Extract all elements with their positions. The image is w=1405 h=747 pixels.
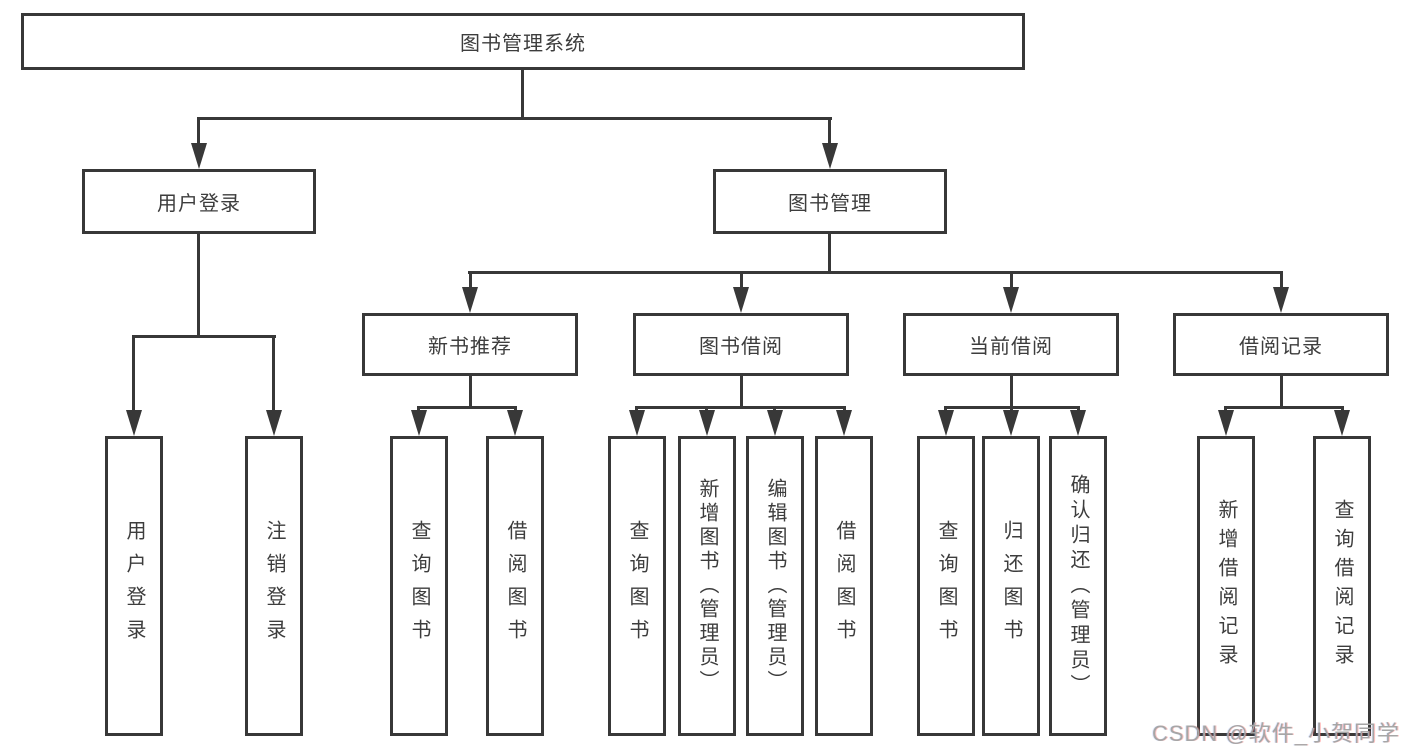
connector-user-login-split (132, 335, 276, 338)
leaf-user-login-label: 用户登录 (123, 520, 145, 652)
connector-current-borrow-stem (1010, 374, 1013, 409)
node-user-login: 用户登录 (82, 169, 316, 234)
node-borrow-records: 借阅记录 (1173, 313, 1389, 376)
connector-user-login-stem (197, 231, 200, 338)
leaf-query-book-2-label: 查询图书 (626, 520, 648, 652)
connector-to-borrow-records (1280, 271, 1283, 289)
connector-new-book-recommend-stem (469, 374, 472, 409)
arrowhead-leaf-query-book-2 (629, 410, 645, 436)
connector-borrow-records-split (1224, 406, 1344, 409)
arrowhead-leaf-edit-book (767, 410, 783, 436)
arrowhead-user-login (191, 143, 207, 169)
arrowhead-current-borrow (1003, 287, 1019, 313)
connector-to-leaf-logout (272, 335, 275, 413)
leaf-user-login: 用户登录 (105, 436, 163, 736)
csdn-watermark: CSDN @软件_小贺同学 (1151, 721, 1400, 746)
leaf-query-book-3: 查询图书 (917, 436, 975, 736)
connector-to-current-borrow (1010, 271, 1013, 289)
arrowhead-book-borrow (733, 287, 749, 313)
connector-to-book-management (828, 117, 831, 147)
arrowhead-new-book-recommend (462, 287, 478, 313)
connector-to-new-book-recommend (469, 271, 472, 289)
leaf-edit-book-admin: 编辑图书（管理员） (746, 436, 804, 736)
connector-borrow-records-stem (1280, 374, 1283, 409)
connector-to-user-login (197, 117, 200, 147)
node-book-borrow: 图书借阅 (633, 313, 849, 376)
arrowhead-leaf-confirm-return (1070, 410, 1086, 436)
connector-to-book-borrow (740, 271, 743, 289)
leaf-add-book-admin-label: 新增图书（管理员） (696, 478, 718, 694)
leaf-return-book: 归还图书 (982, 436, 1040, 736)
leaf-logout-login-label: 注销登录 (263, 520, 285, 652)
leaf-query-borrow-record-label: 查询借阅记录 (1331, 499, 1353, 673)
connector-book-management-stem (828, 231, 831, 274)
leaf-logout-login: 注销登录 (245, 436, 303, 736)
connector-book-borrow-split (635, 406, 846, 409)
leaf-query-book-1: 查询图书 (390, 436, 448, 736)
arrowhead-book-management (822, 143, 838, 169)
connector-root-split (197, 117, 832, 120)
arrowhead-leaf-query-book-1 (411, 410, 427, 436)
leaf-query-borrow-record: 查询借阅记录 (1313, 436, 1371, 736)
leaf-return-book-label: 归还图书 (1000, 520, 1022, 652)
node-book-management: 图书管理 (713, 169, 947, 234)
leaf-borrow-book-2-label: 借阅图书 (833, 520, 855, 652)
arrowhead-leaf-query-borrow-record (1334, 410, 1350, 436)
node-new-book-recommend: 新书推荐 (362, 313, 578, 376)
leaf-query-book-2: 查询图书 (608, 436, 666, 736)
leaf-query-book-1-label: 查询图书 (408, 520, 430, 652)
leaf-edit-book-admin-label: 编辑图书（管理员） (764, 478, 786, 694)
node-root: 图书管理系统 (21, 13, 1025, 70)
arrowhead-leaf-borrow-book-1 (507, 410, 523, 436)
node-current-borrow: 当前借阅 (903, 313, 1119, 376)
connector-book-management-split (468, 271, 1282, 274)
connector-root-stem (521, 67, 524, 120)
arrowhead-leaf-borrow-book-2 (836, 410, 852, 436)
arrowhead-leaf-user-login (126, 410, 142, 436)
connector-new-book-recommend-split (417, 406, 517, 409)
leaf-add-book-admin: 新增图书（管理员） (678, 436, 736, 736)
leaf-add-borrow-record-label: 新增借阅记录 (1215, 499, 1237, 673)
leaf-add-borrow-record: 新增借阅记录 (1197, 436, 1255, 736)
arrowhead-leaf-query-book-3 (938, 410, 954, 436)
arrowhead-leaf-add-book (699, 410, 715, 436)
connector-book-borrow-stem (740, 374, 743, 409)
leaf-borrow-book-2: 借阅图书 (815, 436, 873, 736)
connector-to-leaf-user-login (132, 335, 135, 413)
arrowhead-leaf-logout (266, 410, 282, 436)
leaf-confirm-return-admin-label: 确认归还（管理员） (1067, 473, 1089, 699)
arrowhead-leaf-return-book (1003, 410, 1019, 436)
arrowhead-leaf-add-borrow-record (1218, 410, 1234, 436)
arrowhead-borrow-records (1273, 287, 1289, 313)
leaf-borrow-book-1-label: 借阅图书 (504, 520, 526, 652)
leaf-query-book-3-label: 查询图书 (935, 520, 957, 652)
leaf-confirm-return-admin: 确认归还（管理员） (1049, 436, 1107, 736)
leaf-borrow-book-1: 借阅图书 (486, 436, 544, 736)
